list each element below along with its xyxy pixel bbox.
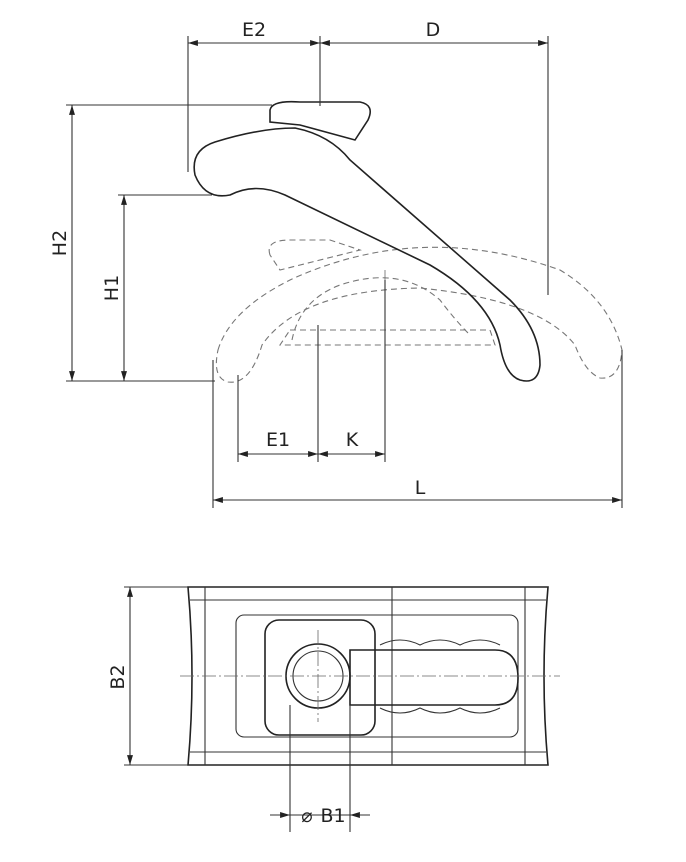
dim-label-e2: E2 xyxy=(242,19,266,41)
dim-label-e1: E1 xyxy=(266,429,290,451)
dim-label-h1: H1 xyxy=(101,275,123,301)
top-view xyxy=(124,586,560,832)
side-view xyxy=(193,100,623,383)
dimension-lines xyxy=(69,40,622,818)
extension-lines xyxy=(66,36,623,508)
dim-label-l: L xyxy=(415,477,426,499)
diameter-symbol: ⌀ xyxy=(301,805,312,827)
dim-label-k: K xyxy=(346,429,359,451)
dim-label-d: D xyxy=(426,19,441,41)
dim-label-b2: B2 xyxy=(107,664,129,689)
dim-label-b1: B1 xyxy=(320,805,345,827)
dim-label-h2: H2 xyxy=(49,230,71,256)
